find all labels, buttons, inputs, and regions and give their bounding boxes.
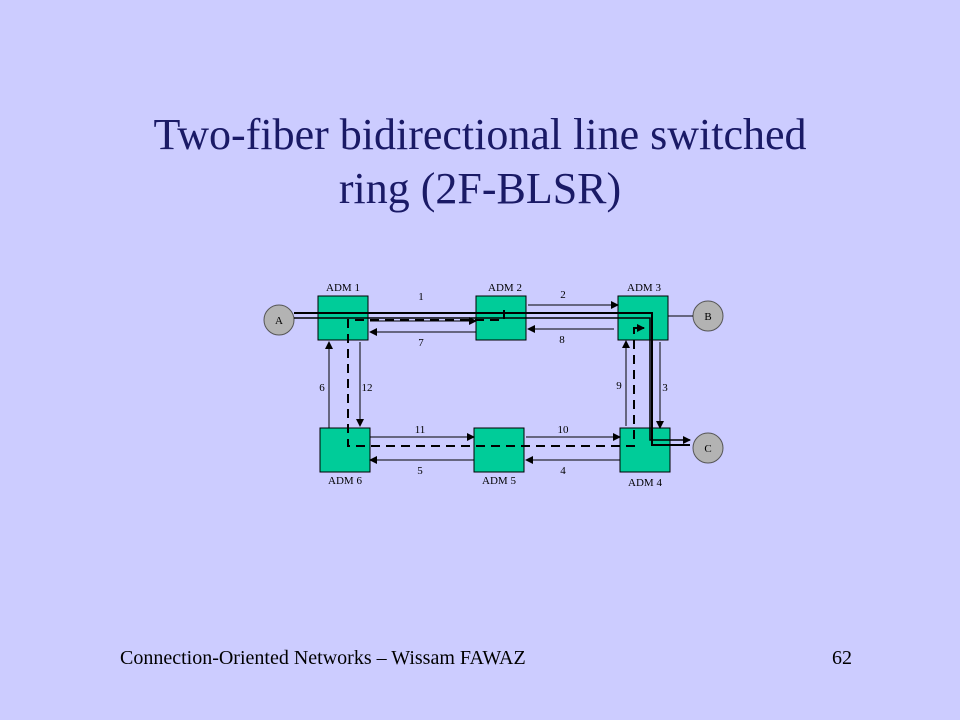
link-8-label: 8: [559, 334, 565, 346]
link-5-label: 5: [417, 465, 423, 477]
link-3-label: 3: [662, 382, 668, 394]
link-2-label: 2: [560, 289, 566, 301]
adm4-label: ADM 4: [628, 477, 662, 489]
link-7-label: 7: [418, 337, 424, 349]
adm6-label: ADM 6: [328, 475, 362, 487]
adm5-label: ADM 5: [482, 475, 516, 487]
title-line-1: Two-fiber bidirectional line switched: [153, 110, 807, 159]
adm4-node: [619, 427, 671, 473]
adm2-label: ADM 2: [488, 282, 522, 294]
adm6-node: [319, 427, 371, 473]
endpoint-b-label: B: [704, 311, 711, 323]
link-4-label: 4: [560, 465, 566, 477]
link-10-label: 10: [558, 424, 570, 436]
endpoint-c: [692, 432, 724, 464]
endpoint-a: [263, 304, 295, 336]
title-line-2: ring (2F-BLSR): [338, 164, 622, 213]
link-6-label: 6: [319, 382, 325, 394]
link-1-label: 1: [418, 291, 424, 303]
page-number: 62: [832, 647, 852, 669]
link-9-label: 9: [616, 380, 622, 392]
link-12-label: 12: [362, 382, 373, 394]
adm5-node: [473, 427, 525, 473]
link-11-label: 11: [415, 424, 426, 436]
adm1-label: ADM 1: [326, 282, 360, 294]
protection-path: [347, 310, 645, 447]
path-into-adm3: [294, 317, 691, 444]
endpoint-c-label: C: [704, 443, 711, 455]
path-a-to-b: [294, 312, 690, 446]
adm3-label: ADM 3: [627, 282, 661, 294]
footer-credit: Connection-Oriented Networks – Wissam FA…: [120, 647, 526, 669]
slide-title: Two-fiber bidirectional line switched ri…: [80, 108, 880, 216]
endpoint-a-label: A: [275, 315, 283, 327]
